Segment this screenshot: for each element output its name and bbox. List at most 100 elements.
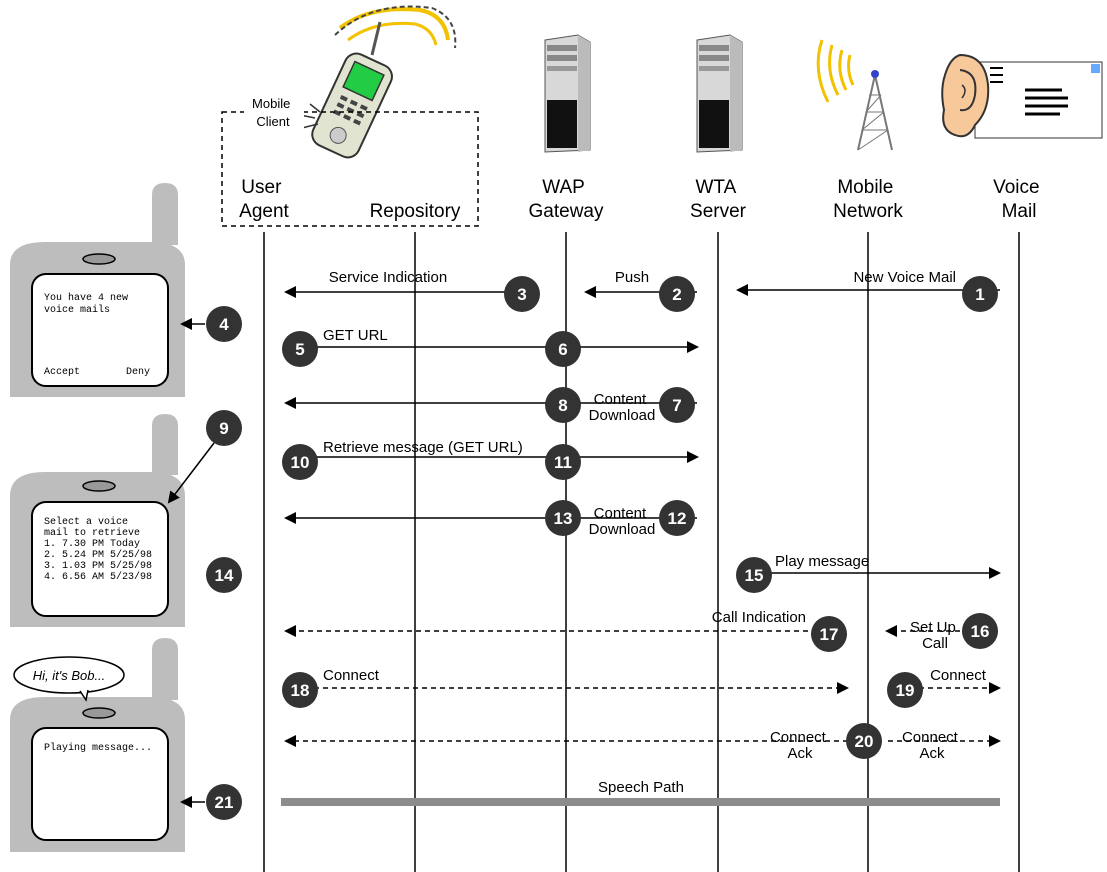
step-badge-circle bbox=[736, 557, 772, 593]
msg-retrieve-label: Retrieve message (GET URL) bbox=[323, 439, 523, 456]
step9-pointer bbox=[167, 442, 215, 504]
step-badge-circle bbox=[659, 387, 695, 423]
msg-call-indication-label: Call Indication bbox=[712, 609, 806, 626]
step-badge-circle bbox=[504, 276, 540, 312]
msg-content-download-1-label: Content Download bbox=[589, 391, 656, 424]
step-badge-circle bbox=[962, 276, 998, 312]
radio-tower-icon bbox=[816, 39, 893, 151]
mobile-phone-icon bbox=[299, 5, 457, 159]
step-badge-15: 15 bbox=[736, 557, 772, 593]
step-badge-number: 6 bbox=[558, 340, 567, 359]
step-badge-circle bbox=[811, 616, 847, 652]
msg-service-indication-label: Service Indication bbox=[329, 269, 447, 286]
phone-playing: Playing message... bbox=[10, 638, 185, 852]
step-badge-circle bbox=[282, 672, 318, 708]
step-badge-circle bbox=[846, 723, 882, 759]
step-badge-circle bbox=[282, 444, 318, 480]
step-badge-16: 16 bbox=[962, 613, 998, 649]
mobile-network-header: Mobile Network bbox=[833, 177, 903, 222]
phone-select-list-screen: Select a voice mail to retrieve 1. 7.30 … bbox=[44, 516, 158, 583]
step-badge-circle bbox=[206, 306, 242, 342]
step-badge-circle bbox=[545, 444, 581, 480]
step-badge-14: 14 bbox=[206, 557, 242, 593]
step-badge-number: 9 bbox=[219, 419, 228, 438]
repository-header: Repository bbox=[370, 201, 461, 222]
step-badge-9: 9 bbox=[206, 410, 242, 446]
step-badge-number: 19 bbox=[896, 681, 915, 700]
user-agent-header: User Agent bbox=[239, 177, 289, 222]
step-badge-circle bbox=[206, 410, 242, 446]
step-badge-circle bbox=[887, 672, 923, 708]
step-badge-6: 6 bbox=[545, 331, 581, 367]
msg-content-download-2-label: Content Download bbox=[589, 505, 656, 538]
speech-path-bar bbox=[281, 798, 1000, 806]
step-badge-number: 2 bbox=[672, 285, 681, 304]
step-badge-4: 4 bbox=[206, 306, 242, 342]
mobile-client-label: Mobile Client bbox=[252, 96, 294, 129]
phone-notification: You have 4 new voice mails Accept Deny bbox=[10, 183, 185, 397]
step-badge-circle bbox=[545, 387, 581, 423]
step-badge-circle bbox=[206, 557, 242, 593]
step-badge-number: 7 bbox=[672, 396, 681, 415]
voice-mail-ear-icon bbox=[941, 53, 1103, 139]
step-badge-10: 10 bbox=[282, 444, 318, 480]
msg-connect-ack-left-label: Connect Ack bbox=[770, 729, 830, 762]
wap-gateway-server-icon bbox=[544, 34, 591, 153]
wta-server-icon bbox=[696, 34, 743, 153]
phone-select-list: Select a voice mail to retrieve 1. 7.30 … bbox=[10, 414, 185, 627]
step-badge-number: 5 bbox=[295, 340, 304, 359]
step-badge-circle bbox=[659, 276, 695, 312]
phone-playing-screen: Playing message... bbox=[44, 742, 152, 754]
step-badge-21: 21 bbox=[206, 784, 242, 820]
step-badge-number: 3 bbox=[517, 285, 526, 304]
speech-bubble: Hi, it's Bob... bbox=[13, 656, 125, 702]
msg-play-message-label: Play message bbox=[775, 553, 869, 570]
msg-connect-ack-right-label: Connect Ack bbox=[902, 729, 962, 762]
step-badge-number: 11 bbox=[554, 453, 572, 472]
step-badge-number: 17 bbox=[820, 625, 839, 644]
step-badge-1: 1 bbox=[962, 276, 998, 312]
msg-connect-2-label: Connect bbox=[930, 667, 987, 684]
step-badge-13: 13 bbox=[545, 500, 581, 536]
step-badge-12: 12 bbox=[659, 500, 695, 536]
step-badge-5: 5 bbox=[282, 331, 318, 367]
step-badge-20: 20 bbox=[846, 723, 882, 759]
deny-softkey: Deny bbox=[126, 367, 150, 378]
step-badge-number: 20 bbox=[855, 732, 874, 751]
step-badge-18: 18 bbox=[282, 672, 318, 708]
wap-gateway-header: WAP Gateway bbox=[529, 177, 604, 222]
accept-softkey: Accept bbox=[44, 367, 80, 378]
step-badge-circle bbox=[545, 500, 581, 536]
step-badge-number: 1 bbox=[975, 285, 984, 304]
mobile-client-box bbox=[221, 111, 479, 227]
step-badge-circle bbox=[206, 784, 242, 820]
step-badge-17: 17 bbox=[811, 616, 847, 652]
wta-server-header: WTA Server bbox=[690, 177, 747, 222]
step-badge-8: 8 bbox=[545, 387, 581, 423]
msg-get-url-label: GET URL bbox=[323, 327, 388, 344]
msg-connect-1-label: Connect bbox=[323, 667, 380, 684]
speech-bubble-text: Hi, it's Bob... bbox=[33, 668, 106, 683]
step-badge-2: 2 bbox=[659, 276, 695, 312]
step-badge-number: 18 bbox=[291, 681, 310, 700]
msg-push-label: Push bbox=[615, 269, 649, 286]
step-badge-circle bbox=[282, 331, 318, 367]
step-badge-number: 10 bbox=[291, 453, 310, 472]
step-badge-circle bbox=[545, 331, 581, 367]
step-badge-number: 4 bbox=[219, 315, 229, 334]
step-badge-number: 12 bbox=[668, 509, 687, 528]
phone-notification-screen: You have 4 new voice mails bbox=[44, 292, 134, 316]
voice-mail-header: Voice Mail bbox=[993, 177, 1045, 222]
speech-path-label: Speech Path bbox=[598, 779, 684, 796]
step-badge-number: 14 bbox=[215, 566, 234, 585]
step-badge-number: 8 bbox=[558, 396, 567, 415]
step-badge-7: 7 bbox=[659, 387, 695, 423]
step-badge-11: 11 bbox=[545, 444, 581, 480]
step-badge-number: 15 bbox=[745, 566, 764, 585]
msg-set-up-call-label: Set Up Call bbox=[910, 619, 960, 652]
step-badge-circle bbox=[659, 500, 695, 536]
step-badge-number: 13 bbox=[554, 509, 573, 528]
msg-new-voice-mail-label: New Voice Mail bbox=[853, 269, 956, 286]
step-badge-number: 21 bbox=[215, 793, 234, 812]
